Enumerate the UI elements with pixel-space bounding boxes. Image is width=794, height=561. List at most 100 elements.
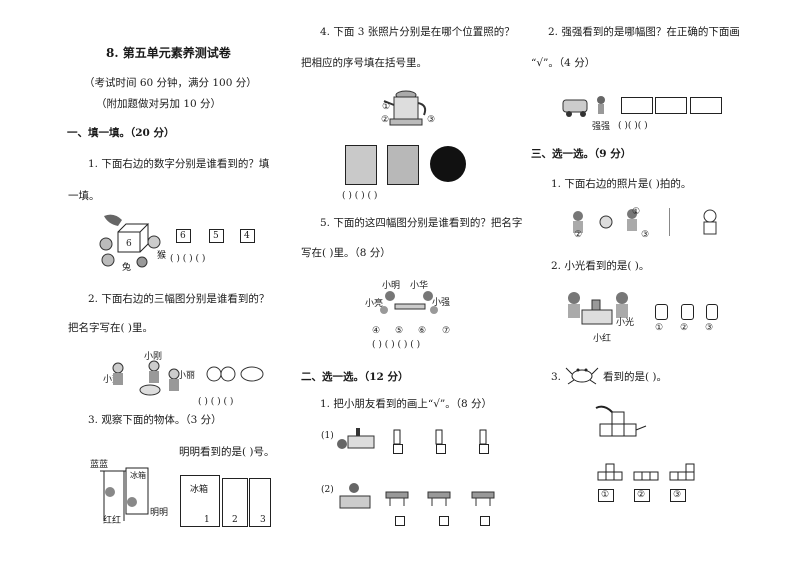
position-3: ③	[427, 115, 436, 125]
question-1-5-text-cont: 写在( )里。（8 分）	[301, 247, 391, 259]
table-options-row-2	[385, 491, 495, 506]
section-3-question-3: 3.	[551, 371, 562, 383]
row-2-label: (2)	[321, 485, 334, 495]
fridge-observers-figure: 冰箱	[100, 467, 149, 521]
xiaoguang-label: 小光	[616, 318, 635, 328]
toy-photo-figure	[703, 209, 717, 235]
check-box-2-1[interactable]	[395, 516, 405, 526]
teapot-figure	[383, 90, 427, 126]
svg-text:冰箱: 冰箱	[130, 470, 146, 480]
option-view-1: 冰箱	[180, 475, 220, 527]
section-2-question-1: 1. 把小朋友看到的画上“√”。（8 分）	[320, 398, 493, 410]
view-box-2: 5	[209, 229, 224, 243]
xiaoqiang-label: 小强	[432, 298, 451, 308]
section-2-heading: 二、选一选。（12 分）	[301, 371, 409, 383]
photo-b	[387, 145, 419, 185]
svg-text:6: 6	[126, 239, 132, 249]
answer-blanks-q5[interactable]: ( ) ( ) ( ) ( )	[372, 340, 421, 350]
answer-blanks-car[interactable]: ( )( )( )	[618, 121, 648, 131]
answer-blanks-q4[interactable]: ( ) ( ) ( )	[342, 191, 378, 201]
section-3-question-3-prompt: 看到的是( )。	[603, 371, 668, 383]
view-box-3: 4	[240, 229, 255, 243]
page-title: 8. 第五单元素养测试卷	[106, 46, 231, 60]
question-1-5-text: 5. 下面的这四幅图分别是谁看到的？把名字	[320, 217, 523, 229]
option-7: ⑦	[442, 326, 451, 336]
car-view-3	[690, 97, 722, 114]
divider	[669, 208, 670, 236]
xiaohong-label: 小红	[593, 334, 612, 344]
xiaoli-label: 小丽	[177, 371, 196, 381]
vase-view-3	[706, 304, 718, 320]
honghong-label: 红红	[103, 516, 122, 526]
option-view-2	[222, 478, 248, 527]
children-with-toy-figure	[573, 209, 637, 233]
check-box-1-2[interactable]	[436, 444, 446, 454]
s3q3-option-box-2[interactable]: ②	[634, 489, 650, 502]
question-1-2-text-cont: 把名字写在( )里。	[68, 322, 154, 334]
position-2: ②	[381, 115, 390, 125]
children-around-vase-figure	[568, 292, 628, 325]
s3q1-option-3: ③	[641, 230, 650, 240]
check-box-2-2[interactable]	[439, 516, 449, 526]
check-box-1-3[interactable]	[479, 444, 489, 454]
section-1-heading: 一、填一填。（20 分）	[67, 127, 175, 139]
rabbit-label: 兔	[122, 263, 132, 273]
right-question-2-text: 2. 强强看到的是哪幅图？在正确的下面画	[548, 26, 740, 38]
children-around-pig-figure	[112, 360, 264, 396]
check-box-2-3[interactable]	[480, 516, 490, 526]
question-1-4-text-cont: 把相应的序号填在括号里。	[301, 57, 427, 69]
question-1-1-text: 1. 下面右边的数字分别是谁看到的？填	[88, 158, 270, 170]
vase-view-1	[655, 304, 668, 320]
car-view-2	[655, 97, 687, 114]
lanlan-label: 蓝蓝	[90, 460, 109, 470]
s3q3-option-box-1[interactable]: ①	[598, 489, 614, 502]
exam-time-note: （考试时间 60 分钟，满分 100 分）	[84, 77, 257, 89]
question-1-1-text-cont: 一填。	[68, 190, 100, 202]
crab-icon	[565, 367, 599, 385]
monkey-label: 猴	[157, 251, 167, 261]
mingming-label: 明明	[150, 508, 169, 518]
photo-c	[430, 146, 466, 182]
child-at-table-1-figure	[337, 428, 375, 449]
view-num-2: 2	[232, 515, 238, 525]
xiaoliang-label: 小亮	[365, 299, 384, 309]
option-view-3	[249, 478, 271, 527]
view-box-1: 6	[176, 229, 191, 243]
car-view-1	[621, 97, 653, 114]
animals-around-cube-figure: 6	[99, 214, 161, 268]
cube-view-options	[597, 463, 695, 481]
s3q1-option-1: ①	[632, 207, 641, 217]
section-3-heading: 三、选一选。（9 分）	[531, 148, 632, 160]
s3q2-option-1: ①	[655, 323, 664, 333]
check-box-1-1[interactable]	[393, 444, 403, 454]
answer-blanks-q2[interactable]: ( ) ( ) ( )	[198, 397, 234, 407]
photo-a	[345, 145, 377, 185]
section-3-question-2: 2. 小光看到的是( )。	[551, 260, 650, 272]
xiaofang-label: 小芳	[103, 375, 122, 385]
vase-view-2	[681, 304, 694, 320]
car-and-child-figure	[562, 96, 605, 117]
s3q3-option-box-3[interactable]: ③	[670, 489, 686, 502]
children-at-table-figure	[380, 291, 438, 314]
option-4: ④	[372, 326, 381, 336]
qiangqiang-label: 强强	[592, 122, 611, 132]
option-5: ⑤	[395, 326, 404, 336]
xiaohua-label: 小华	[410, 281, 429, 291]
question-1-4-text: 4. 下面 3 张照片分别是在哪个位置照的？	[320, 26, 515, 38]
xiaogang-label: 小刚	[144, 352, 163, 362]
question-1-2-text: 2. 下面右边的三幅图分别是谁看到的？	[88, 293, 270, 305]
view-num-1: 1	[204, 515, 210, 525]
right-question-2-text-cont: “√”。（4 分）	[531, 57, 596, 69]
s3q2-option-2: ②	[680, 323, 689, 333]
option-6: ⑥	[418, 326, 427, 336]
view-num-3: 3	[260, 515, 266, 525]
bonus-note: （附加题做对另加 10 分）	[96, 98, 222, 110]
row-1-label: (1)	[321, 431, 334, 441]
section-3-question-1: 1. 下面右边的照片是( )拍的。	[551, 178, 692, 190]
child-at-table-2-figure	[339, 483, 371, 509]
question-1-3-text: 3. 观察下面的物体。（3 分）	[88, 414, 222, 426]
s3q1-option-2: ②	[574, 230, 583, 240]
question-1-3-prompt: 明明看到的是( )号。	[179, 446, 275, 458]
answer-blanks-q1[interactable]: ( ) ( ) ( )	[170, 254, 206, 264]
s3q2-option-3: ③	[705, 323, 714, 333]
